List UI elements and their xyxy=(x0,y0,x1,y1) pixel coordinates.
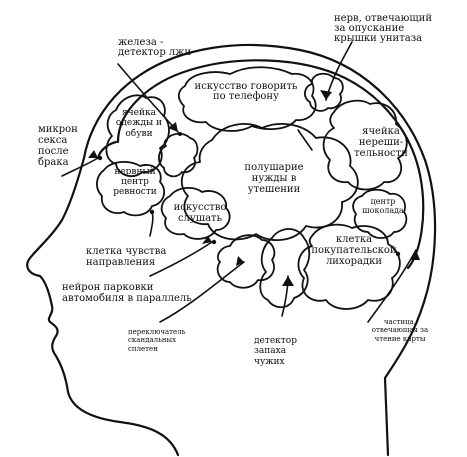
lobe-polusharie xyxy=(180,123,359,241)
label-karty: частица, отвечающая за чтение карты xyxy=(371,318,429,343)
lobe-zapah xyxy=(259,228,311,309)
pointer-polusharie xyxy=(297,129,313,151)
lobe-nereshitelnost xyxy=(322,99,408,191)
arrow-nerv xyxy=(320,90,332,100)
arrow-spletni xyxy=(236,256,244,266)
lobe-revnost xyxy=(96,161,166,217)
arrow-mikron xyxy=(88,150,98,158)
dot-napravlenie xyxy=(149,209,155,215)
brain-outline xyxy=(116,59,425,270)
lobe-nerv xyxy=(304,72,344,112)
label-spletni: переключатель скандальных сплетен xyxy=(128,328,186,353)
pointer-parkovka xyxy=(149,241,213,277)
label-napravlenie: клетка чувства направления xyxy=(86,246,167,268)
pointer-mikron xyxy=(61,157,99,177)
label-mikron: микрон секса после брака xyxy=(38,124,78,168)
pointer-napravlenie xyxy=(149,211,154,237)
pointer-spletni xyxy=(159,261,245,323)
label-shokolad: центр шоколада xyxy=(362,197,404,215)
lobe-shokolad xyxy=(352,188,408,239)
dot-zhelezа xyxy=(178,132,182,136)
lobe-lihoradka xyxy=(297,223,401,310)
label-polusharie: полушарие нужды в утешении xyxy=(244,162,304,195)
label-slushat: искусство слушать xyxy=(173,202,227,224)
label-zapah: детектор запаха чужих xyxy=(254,336,297,367)
label-odezhda: ячейка одежды и обуви xyxy=(115,108,163,139)
dot-parkovka xyxy=(211,239,217,245)
lobe-slushat xyxy=(160,187,231,240)
label-telefon: искусство говорить по телефону xyxy=(194,81,298,102)
lobe-telefon xyxy=(177,66,317,132)
arrow-zapah xyxy=(282,276,294,286)
dot-mikron xyxy=(97,155,103,161)
lobe-parkovka xyxy=(216,234,276,289)
label-revnost: нервный центр ревности xyxy=(113,167,157,197)
dot-lihoradka xyxy=(395,251,401,257)
arrow-karty xyxy=(410,250,420,260)
label-parkovka: нейрон парковки автомобиля в параллель xyxy=(62,282,192,304)
label-zhelezа: железа - детектор лжи xyxy=(118,37,192,58)
label-lihoradka: клетка покупательской лихорадки xyxy=(311,234,397,267)
label-nereshitelnost: ячейка нереши-тельности xyxy=(354,126,408,159)
head-profile xyxy=(26,43,437,457)
lobe-odezhda xyxy=(105,94,170,178)
lobe-zhelezа xyxy=(158,132,199,178)
arrow-zhelezа xyxy=(168,122,178,132)
label-nerv: нерв, отвечающий за опускание крышки уни… xyxy=(334,13,432,44)
arrow-parkovka xyxy=(202,236,212,244)
